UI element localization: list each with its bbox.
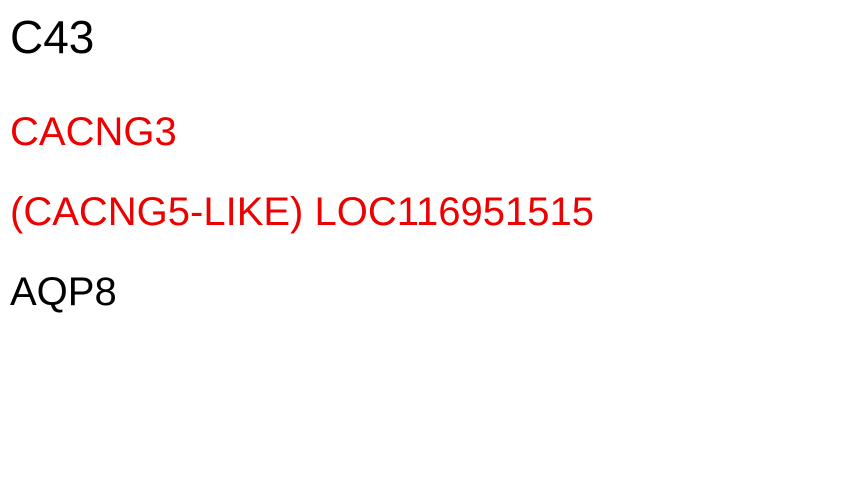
slide-title: C43 (10, 11, 95, 63)
gene-label-cacng3: CACNG3 (10, 110, 177, 154)
gene-label-loc116951515: (CACNG5-LIKE) LOC116951515 (10, 190, 594, 234)
gene-label-aqp8: AQP8 (10, 270, 117, 314)
